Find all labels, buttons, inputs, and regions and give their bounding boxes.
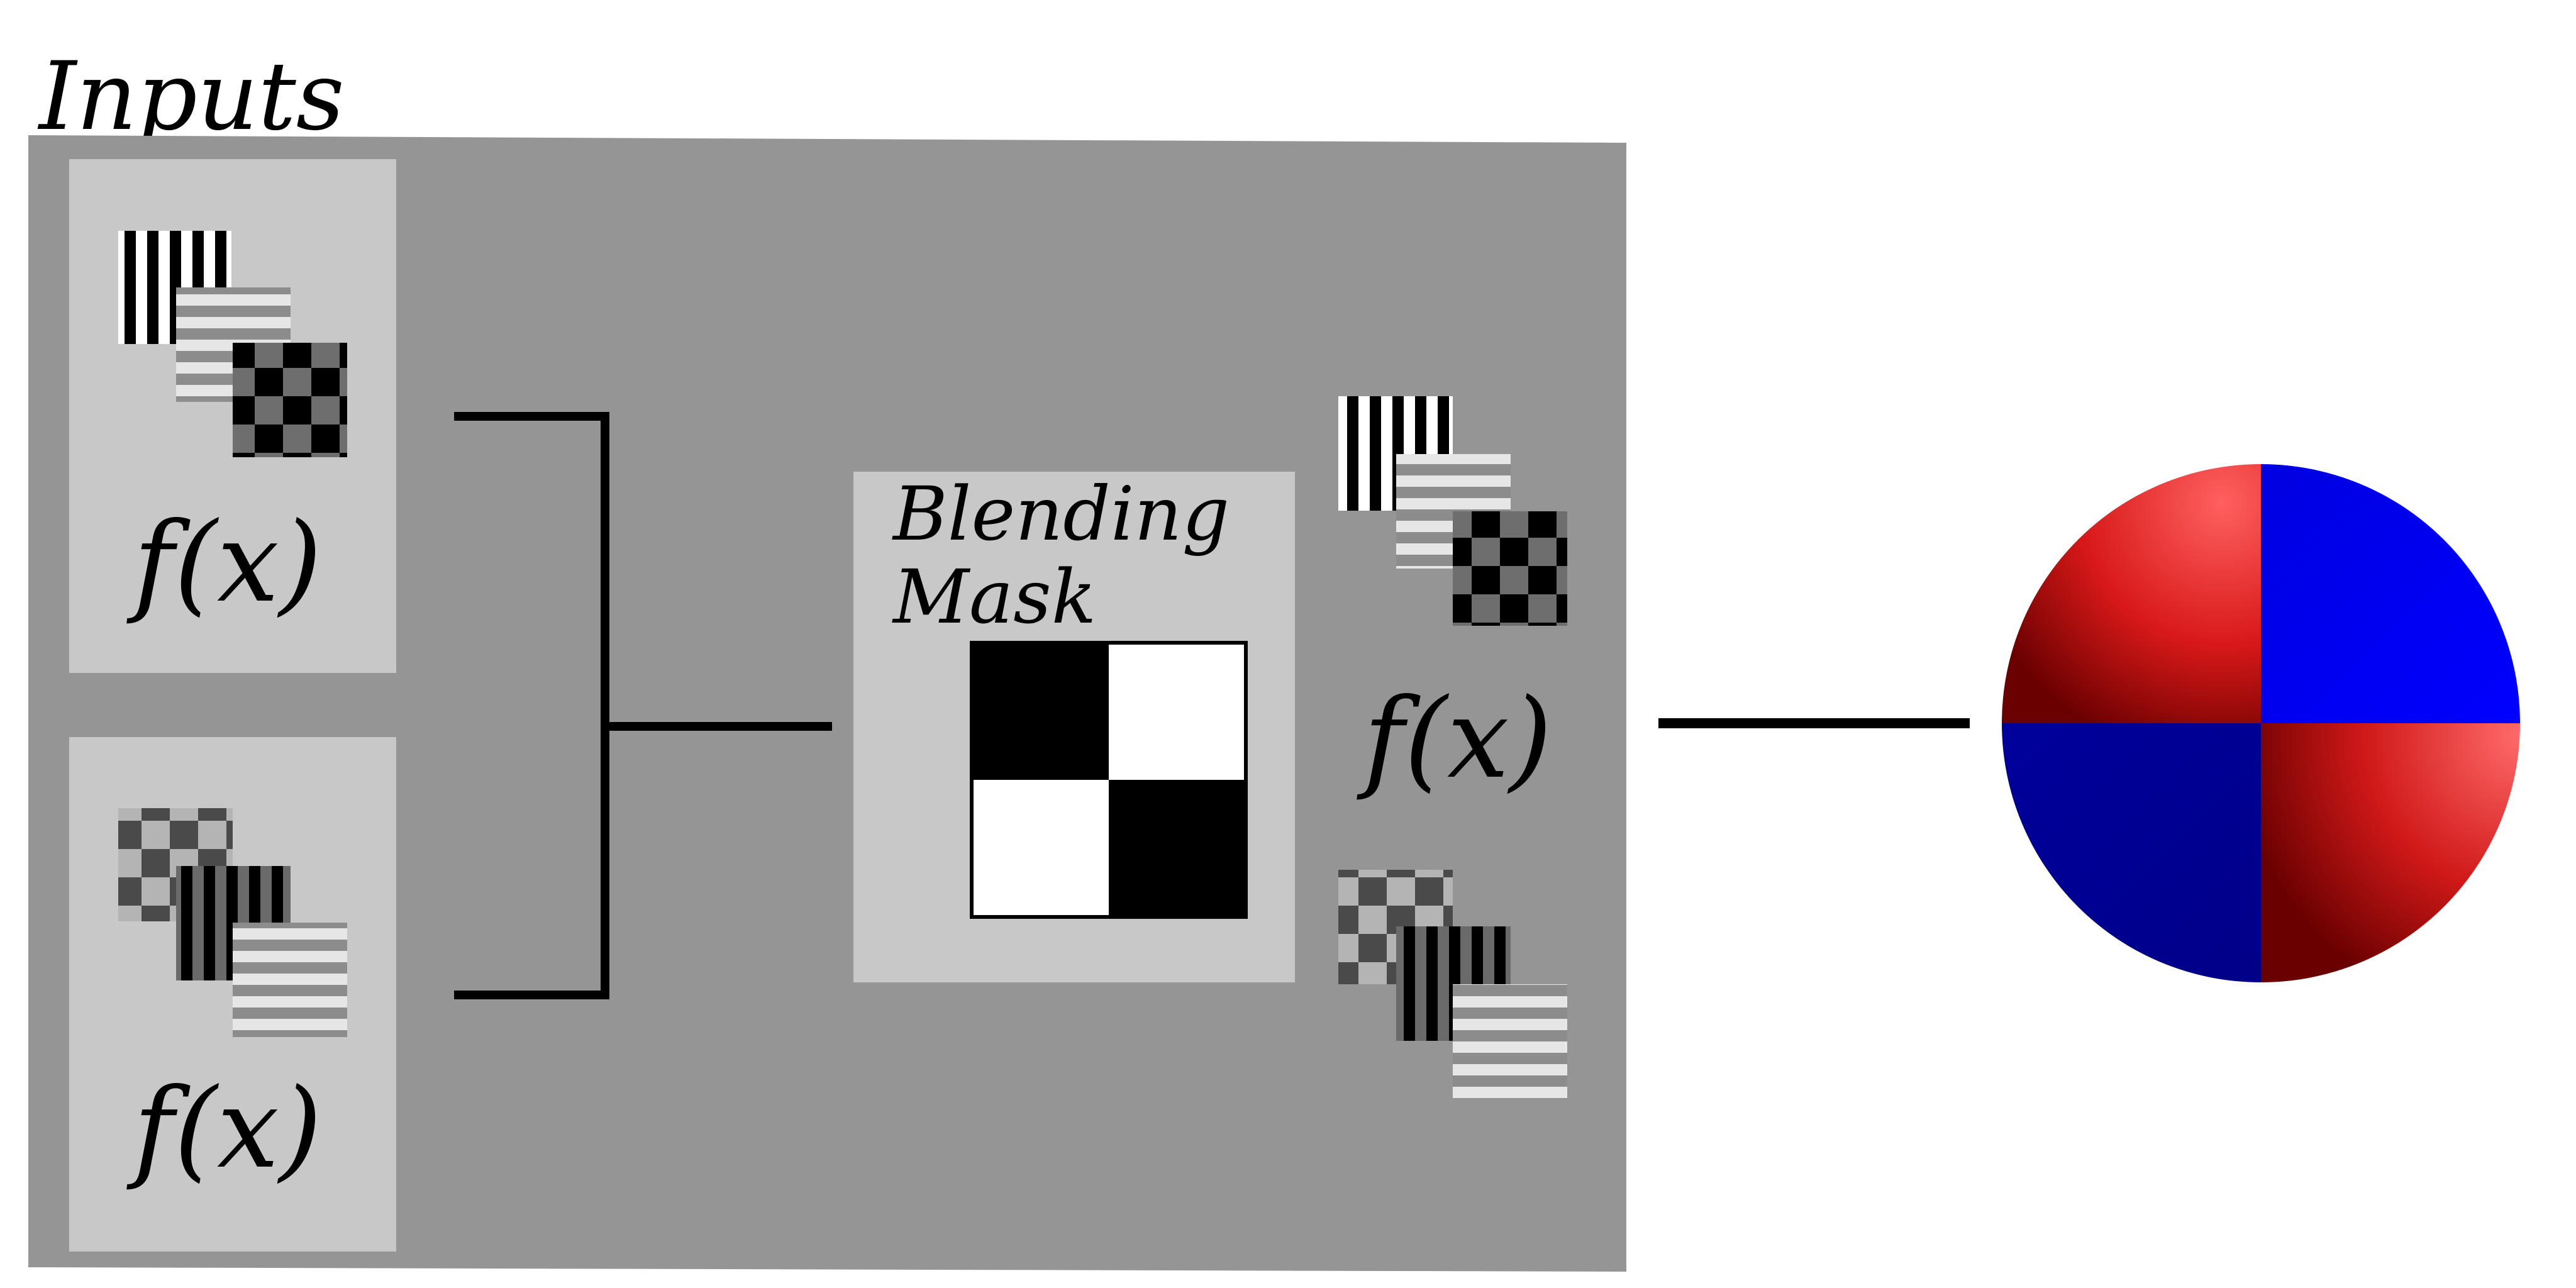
merge-bracket-connector — [454, 412, 832, 999]
input-b-function-label: f(x) — [126, 1065, 322, 1193]
blending-mask-label-line2: Mask — [892, 553, 1096, 640]
input-a-card: f(x) — [69, 159, 396, 673]
inputs-label: Inputs — [37, 42, 345, 152]
input-b-card: f(x) — [69, 737, 396, 1252]
blended-texture-stack-b-icon — [1338, 870, 1567, 1099]
inputs-panel — [28, 135, 1626, 1272]
blended-function-label: f(x) — [1357, 675, 1552, 803]
output-sphere-icon — [2002, 464, 2520, 982]
blending-mask-label-line1: Blending — [892, 470, 1230, 557]
input-a-texture-stack-icon — [118, 231, 347, 457]
checkerboard-mask-icon — [970, 641, 1248, 919]
blended-texture-stack-a-icon — [1338, 396, 1567, 626]
blending-mask-card: Blending Mask — [853, 470, 1295, 982]
input-b-texture-stack-icon — [118, 808, 347, 1037]
input-a-function-label: f(x) — [126, 499, 322, 627]
